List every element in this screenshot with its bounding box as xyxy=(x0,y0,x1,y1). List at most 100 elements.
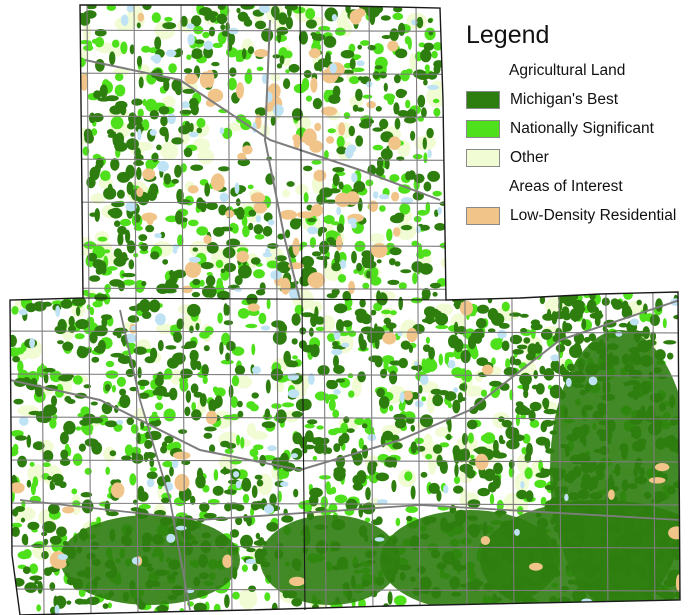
other-patch xyxy=(428,455,437,475)
national-patch xyxy=(388,404,394,412)
best-patch xyxy=(256,479,264,487)
best-patch xyxy=(534,344,543,354)
best-patch xyxy=(206,242,219,254)
residential-patch xyxy=(349,9,362,25)
best-patch xyxy=(175,210,184,225)
national-patch xyxy=(110,116,124,130)
best-patch xyxy=(283,78,291,90)
best-patch xyxy=(385,322,397,330)
best-patch xyxy=(178,429,188,434)
best-patch xyxy=(400,269,412,274)
best-patch xyxy=(560,363,565,375)
national-patch xyxy=(83,429,93,436)
national-patch xyxy=(314,391,328,401)
best-patch xyxy=(419,414,434,428)
national-patch xyxy=(389,310,397,316)
national-patch xyxy=(348,390,355,398)
best-patch xyxy=(43,404,58,417)
best-patch xyxy=(154,36,162,50)
best-patch xyxy=(169,466,174,477)
best-patch xyxy=(453,485,464,494)
best-patch xyxy=(338,181,344,190)
water-patch xyxy=(376,499,388,505)
best-patch xyxy=(323,35,337,48)
best-patch xyxy=(311,33,326,41)
best-patch xyxy=(141,311,152,319)
residential-patch xyxy=(321,106,338,116)
best-patch xyxy=(433,310,443,319)
best-patch xyxy=(254,474,263,480)
best-patch xyxy=(524,453,532,463)
national-patch xyxy=(347,373,354,379)
water-patch xyxy=(333,389,341,395)
national-patch xyxy=(235,56,241,62)
best-patch xyxy=(466,468,476,479)
best-patch xyxy=(562,312,571,321)
best-patch xyxy=(277,29,282,44)
best-patch xyxy=(105,95,119,102)
water-patch xyxy=(497,329,507,339)
national-patch xyxy=(245,323,258,329)
national-patch xyxy=(247,184,254,190)
best-patch xyxy=(229,67,237,77)
best-patch xyxy=(224,489,237,495)
national-patch xyxy=(316,425,324,430)
best-patch xyxy=(312,98,323,110)
national-patch xyxy=(496,499,504,511)
national-patch xyxy=(11,306,19,315)
national-patch xyxy=(55,383,64,396)
best-patch xyxy=(183,147,193,158)
best-patch xyxy=(66,399,76,404)
national-patch xyxy=(330,486,337,494)
national-patch xyxy=(114,84,126,97)
best-patch xyxy=(74,598,85,605)
best-patch xyxy=(203,432,213,439)
best-patch xyxy=(142,5,152,11)
national-patch xyxy=(370,276,382,286)
best-patch xyxy=(301,312,314,318)
national-patch xyxy=(420,249,432,257)
legend-label-low-density-residential: Low-Density Residential xyxy=(510,206,677,224)
best-patch xyxy=(422,137,427,150)
best-patch xyxy=(573,306,585,316)
best-patch xyxy=(138,76,144,89)
national-patch xyxy=(362,94,373,99)
residential-patch xyxy=(172,451,191,460)
national-patch xyxy=(256,66,264,72)
best-patch xyxy=(219,341,224,355)
best-patch xyxy=(220,24,226,31)
national-patch xyxy=(324,150,329,159)
national-patch xyxy=(312,456,318,461)
water-patch xyxy=(550,354,560,362)
best-patch xyxy=(224,594,230,608)
national-patch xyxy=(224,448,234,454)
water-patch xyxy=(18,308,28,316)
best-patch xyxy=(446,433,452,441)
national-patch xyxy=(281,402,295,408)
best-patch xyxy=(594,306,600,320)
best-patch xyxy=(265,379,271,394)
other-patch xyxy=(351,376,362,398)
best-patch xyxy=(255,289,266,296)
best-patch xyxy=(389,247,402,256)
best-patch xyxy=(114,220,121,227)
water-patch xyxy=(307,226,319,235)
national-patch xyxy=(405,68,413,75)
best-patch xyxy=(476,318,487,329)
national-patch xyxy=(292,355,298,360)
residential-patch xyxy=(482,364,494,376)
best-patch xyxy=(389,28,399,42)
best-patch xyxy=(332,341,339,347)
best-patch xyxy=(522,380,530,392)
best-patch xyxy=(377,292,388,306)
best-patch xyxy=(509,312,522,317)
national-patch xyxy=(470,454,475,460)
national-patch xyxy=(315,326,325,332)
best-patch xyxy=(209,15,217,23)
national-patch xyxy=(433,107,441,117)
water-patch xyxy=(187,33,195,46)
residential-patch xyxy=(480,536,491,545)
best-patch xyxy=(171,352,186,365)
best-patch xyxy=(89,275,101,282)
